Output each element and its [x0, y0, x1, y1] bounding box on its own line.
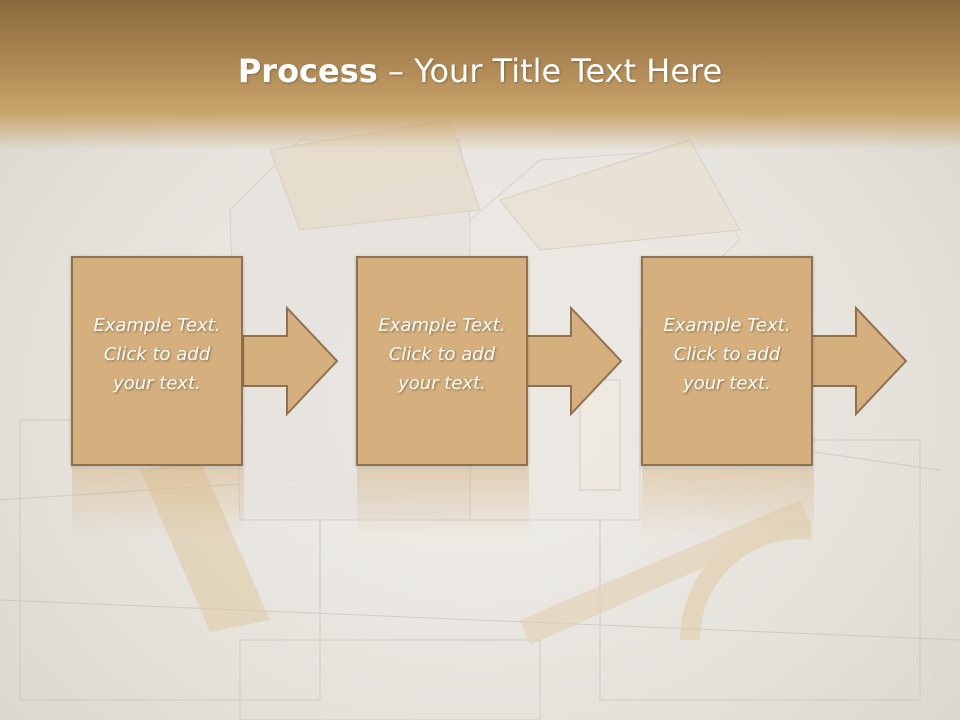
step-2-line-3: your text. — [398, 372, 486, 394]
step-3-line-2: Click to add — [673, 343, 781, 365]
title-bar — [0, 0, 960, 150]
step-3-box[interactable]: Example Text. Click to add your text. — [641, 256, 813, 466]
step-2-line-1: Example Text. — [378, 314, 506, 336]
step-1-box[interactable]: Example Text. Click to add your text. — [71, 256, 243, 466]
step-1-text: Example Text. Click to add your text. — [82, 311, 232, 398]
ruler — [140, 460, 812, 645]
step-1-reflection — [72, 468, 244, 538]
step-2-reflection — [357, 468, 529, 538]
step-3-line-1: Example Text. — [663, 314, 791, 336]
step-3-text: Example Text. Click to add your text. — [652, 311, 802, 398]
step-2-text: Example Text. Click to add your text. — [367, 311, 517, 398]
step-1-line-2: Click to add — [103, 343, 211, 365]
step-1-arrow-icon — [243, 306, 339, 416]
title-bold: Process — [237, 52, 378, 90]
page-title[interactable]: Process – Your Title Text Here — [0, 52, 960, 90]
step-1-line-1: Example Text. — [93, 314, 221, 336]
step-1-line-3: your text. — [113, 372, 201, 394]
step-2-line-2: Click to add — [388, 343, 496, 365]
step-2-box[interactable]: Example Text. Click to add your text. — [356, 256, 528, 466]
step-3-line-3: your text. — [683, 372, 771, 394]
step-3-arrow-icon — [812, 306, 908, 416]
step-3-reflection — [642, 468, 814, 538]
title-rest: – Your Title Text Here — [377, 52, 723, 90]
step-2-arrow-icon — [527, 306, 623, 416]
